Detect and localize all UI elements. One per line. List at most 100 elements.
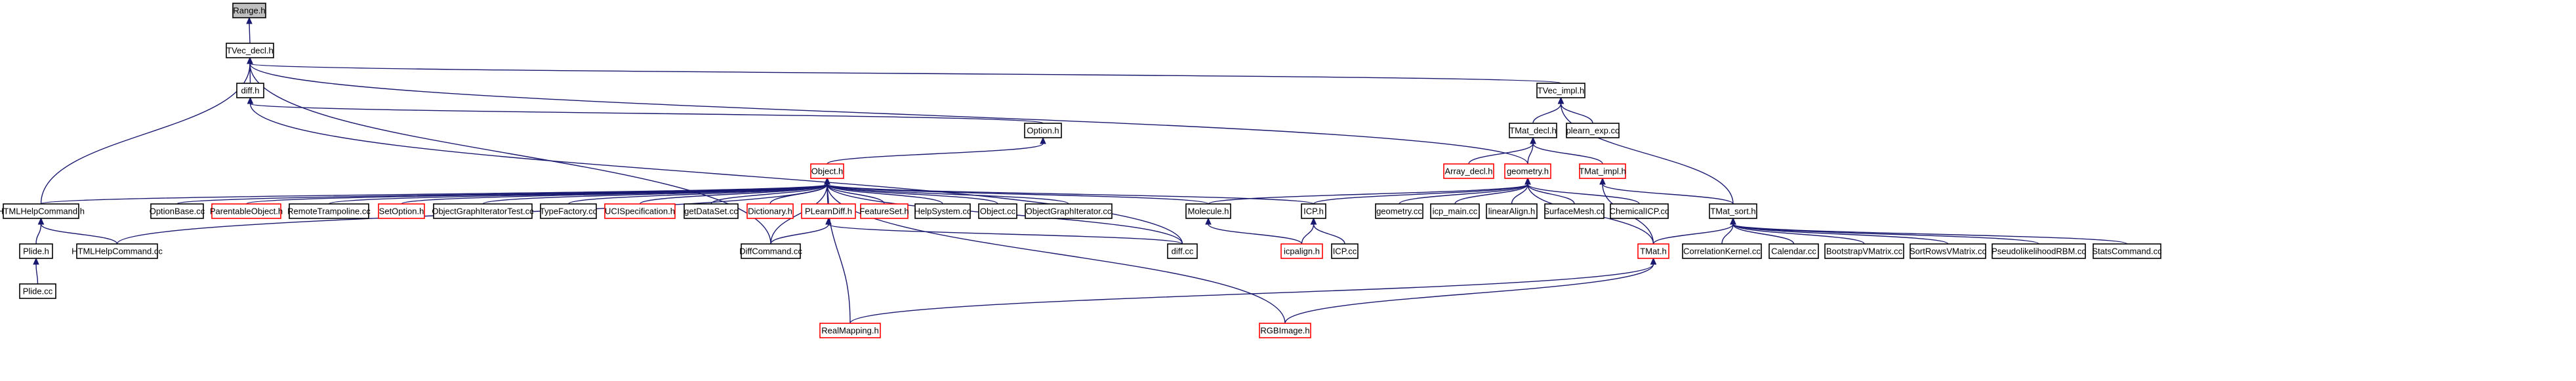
node-geometry-h[interactable]: geometry.h — [1504, 163, 1551, 179]
node-diff-h[interactable]: diff.h — [236, 83, 264, 98]
node-geometry-cc[interactable]: geometry.cc — [1375, 203, 1423, 219]
node-label: icpalign.h — [1284, 247, 1320, 256]
node-surfacemesh-cc[interactable]: SurfaceMesh.cc — [1544, 203, 1605, 219]
node-tvec-decl-h[interactable]: TVec_decl.h — [226, 43, 274, 58]
node-label: SurfaceMesh.cc — [1544, 207, 1605, 216]
node-label: geometry.cc — [1376, 207, 1422, 216]
node-statscommand-cc[interactable]: StatsCommand.cc — [2092, 243, 2162, 259]
node-label: Range.h — [233, 6, 265, 16]
edge-tmat-sort-h-to-tmat-impl-h — [1599, 177, 1734, 205]
edge-plearn-exp-cc-to-tvec-impl-h — [1557, 96, 1593, 124]
node-molecule-h[interactable]: Molecule.h — [1185, 203, 1231, 219]
node-label: DiffCommand.cc — [739, 247, 802, 256]
node-htmlhelpcommand-h[interactable]: HTMLHelpCommand.h — [0, 203, 85, 219]
node-label: ObjectGraphIteratorTest.cc — [432, 207, 534, 216]
node-label: BootstrapVMatrix.cc — [1826, 247, 1903, 256]
node-label: PLearnDiff.h — [805, 207, 852, 216]
node-ucispecification-h[interactable]: UCISpecification.h — [604, 203, 676, 219]
node-icpalign-h[interactable]: icpalign.h — [1280, 243, 1323, 259]
node-chemicalicp-cc[interactable]: ChemicalICP.cc — [1610, 203, 1669, 219]
node-object-h[interactable]: Object.h — [810, 163, 844, 179]
node-label: ICP.cc — [1333, 247, 1357, 256]
node-label: ICP.h — [1303, 207, 1324, 216]
node-plearn-exp-cc[interactable]: plearn_exp.cc — [1566, 123, 1620, 138]
node-label: TMat_decl.h — [1509, 126, 1557, 136]
edge-option-h-to-diff-h — [247, 96, 1044, 124]
node-objectgraphiterator-cc[interactable]: ObjectGraphIterator.cc — [1025, 203, 1113, 219]
node-label: diff.h — [241, 86, 260, 96]
node-remotetrampoline-cc[interactable]: RemoteTrampoline.cc — [287, 203, 371, 219]
node-label: TMat.h — [1640, 247, 1666, 256]
node-tmat-impl-h[interactable]: TMat_impl.h — [1579, 163, 1626, 179]
node-label: SortRowsVMatrix.cc — [1910, 247, 1987, 256]
node-pseudolikelihoodrbm-cc[interactable]: PseudolikelihoodRBM.cc — [1992, 243, 2086, 259]
node-getdataset-cc[interactable]: getDataSet.cc — [684, 203, 739, 219]
node-label: diff.cc — [1172, 247, 1194, 256]
node-tvec-impl-h[interactable]: TVec_impl.h — [1536, 83, 1585, 98]
node-label: TVec_decl.h — [226, 46, 274, 56]
node-label: SetOption.h — [379, 207, 424, 216]
node-label: TypeFactory.cc — [540, 207, 598, 216]
node-optionbase-cc[interactable]: OptionBase.cc — [150, 203, 205, 219]
node-option-h[interactable]: Option.h — [1024, 123, 1062, 138]
node-typefactory-cc[interactable]: TypeFactory.cc — [540, 203, 598, 219]
node-diff-cc[interactable]: diff.cc — [1167, 243, 1198, 259]
node-featureset-h[interactable]: FeatureSet.h — [859, 203, 909, 219]
node-label: HTMLHelpCommand.h — [0, 207, 85, 216]
node-diffcommand-cc[interactable]: DiffCommand.cc — [739, 243, 802, 259]
node-label: UCISpecification.h — [605, 207, 675, 216]
node-plearndiff-h[interactable]: PLearnDiff.h — [801, 203, 856, 219]
edge-icp-cc-to-icp-h — [1310, 217, 1345, 245]
node-label: linearAlign.h — [1488, 207, 1536, 216]
node-rgbimage-h[interactable]: RGBImage.h — [1259, 323, 1311, 338]
node-parentableobject-h[interactable]: ParentableObject.h — [210, 203, 283, 219]
node-label: getDataSet.cc — [684, 207, 738, 216]
node-range-h[interactable]: Range.h — [232, 3, 266, 18]
edge-tmat-h-to-tmat-sort-h — [1652, 217, 1736, 245]
node-objectgraphiteratortest-cc[interactable]: ObjectGraphIteratorTest.cc — [432, 203, 534, 219]
node-linearalign-h[interactable]: linearAlign.h — [1486, 203, 1538, 219]
node-bootstrapvmatrix-cc[interactable]: BootstrapVMatrix.cc — [1824, 243, 1904, 259]
edge-icp-h-to-object-h — [824, 177, 1315, 205]
node-sortrowsvmatrix-cc[interactable]: SortRowsVMatrix.cc — [1910, 243, 1987, 259]
node-htmlhelpcommand-cc[interactable]: HTMLHelpCommand.cc — [72, 243, 163, 259]
node-plide-h[interactable]: Plide.h — [19, 243, 53, 259]
node-helpsystem-cc[interactable]: HelpSystem.cc — [914, 203, 971, 219]
node-label: plearn_exp.cc — [1566, 126, 1620, 136]
node-label: OptionBase.cc — [150, 207, 205, 216]
node-object-cc[interactable]: Object.cc — [978, 203, 1017, 219]
node-label: TMat_impl.h — [1579, 167, 1626, 176]
edge-statscommand-cc-to-tmat-sort-h — [1730, 217, 2128, 245]
node-tmat-h[interactable]: TMat.h — [1637, 243, 1669, 259]
node-label: Object.h — [811, 167, 843, 176]
node-label: HelpSystem.cc — [914, 207, 971, 216]
edge-tvec-decl-h-to-range-h — [246, 16, 253, 44]
edge-object-h-to-option-h — [827, 136, 1046, 165]
node-plide-cc[interactable]: Plide.cc — [19, 283, 56, 299]
node-label: icp_main.cc — [1433, 207, 1478, 216]
node-setoption-h[interactable]: SetOption.h — [378, 203, 425, 219]
node-calendar-cc[interactable]: Calendar.cc — [1768, 243, 1819, 259]
node-label: ParentableObject.h — [210, 207, 283, 216]
node-label: PseudolikelihoodRBM.cc — [1992, 247, 2086, 256]
node-label: CorrelationKernel.cc — [1683, 247, 1761, 256]
node-array-decl-h[interactable]: Array_decl.h — [1443, 163, 1494, 179]
node-icp-main-cc[interactable]: icp_main.cc — [1430, 203, 1480, 219]
node-label: Array_decl.h — [1445, 167, 1493, 176]
edge-htmlhelpcommand-h-to-tvec-decl-h — [40, 56, 253, 205]
node-realmapping-h[interactable]: RealMapping.h — [819, 323, 881, 338]
node-dictionary-h[interactable]: Dictionary.h — [746, 203, 794, 219]
edge-diffcommand-cc-to-plearndiff-h — [770, 217, 832, 245]
node-label: RGBImage.h — [1260, 326, 1309, 336]
edge-diffcommand-cc-to-tvec-decl-h — [247, 56, 771, 245]
node-icp-h[interactable]: ICP.h — [1301, 203, 1326, 219]
node-tmat-sort-h[interactable]: TMat_sort.h — [1709, 203, 1757, 219]
node-label: RealMapping.h — [821, 326, 878, 336]
node-tmat-decl-h[interactable]: TMat_decl.h — [1509, 123, 1557, 138]
node-icp-cc[interactable]: ICP.cc — [1331, 243, 1359, 259]
node-label: RemoteTrampoline.cc — [287, 207, 371, 216]
node-label: TVec_impl.h — [1538, 86, 1585, 96]
node-label: geometry.h — [1507, 167, 1549, 176]
node-correlationkernel-cc[interactable]: CorrelationKernel.cc — [1682, 243, 1762, 259]
node-label: Plide.h — [23, 247, 49, 256]
